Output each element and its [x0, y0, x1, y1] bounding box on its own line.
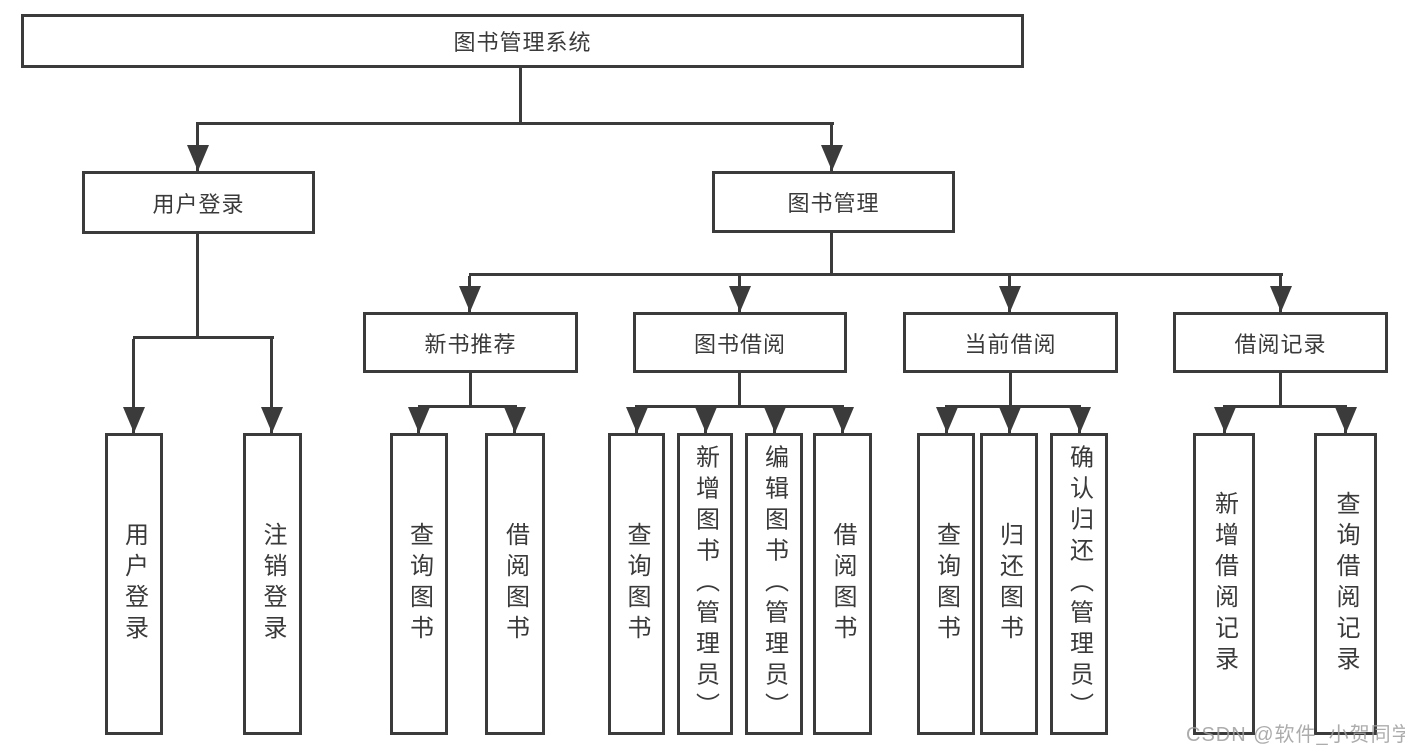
connector-new-book-split [418, 405, 517, 408]
arrow-to-leaf-query-book-3 [935, 407, 958, 433]
arrow-to-book-borrowing [728, 276, 751, 312]
connector-book-borrowing-split [635, 405, 844, 408]
leaf-logout: 注销登录 [243, 433, 302, 735]
arrow-to-user-login [186, 125, 209, 171]
arrow-to-borrowing-records [1269, 276, 1292, 312]
arrow-to-leaf-add-record [1213, 407, 1236, 433]
leaf-add-book-admin: 新增图书（管理员） [677, 433, 733, 735]
connector-user-login-stem [196, 234, 199, 338]
node-label: 借阅记录 [1234, 331, 1327, 357]
leaf-label: 查询借阅记录 [1332, 491, 1359, 677]
connector-level1-split [196, 122, 834, 125]
node-borrowing-records: 借阅记录 [1173, 312, 1388, 373]
leaf-user-login: 用户登录 [105, 433, 163, 735]
leaf-label: 确认归还（管理员） [1065, 444, 1093, 724]
connector-root-stem [519, 68, 522, 124]
connector-borrowing-records-split [1223, 405, 1347, 408]
csdn-watermark: CSDN @软件_小贺同学 [1186, 724, 1405, 746]
leaf-label: 借阅图书 [829, 522, 856, 646]
leaf-borrow-book-1: 借阅图书 [485, 433, 545, 735]
node-library-management-system: 图书管理系统 [21, 14, 1024, 68]
arrow-to-current-borrowing [998, 276, 1021, 312]
leaf-label: 归还图书 [995, 522, 1023, 646]
leaf-label: 查询图书 [405, 522, 433, 646]
leaf-confirm-return-admin: 确认归还（管理员） [1050, 433, 1108, 735]
arrow-to-leaf-borrow-book-1 [503, 407, 526, 433]
leaf-add-borrow-record: 新增借阅记录 [1193, 433, 1255, 735]
leaf-label: 新增图书（管理员） [691, 444, 719, 724]
leaf-label: 查询图书 [932, 522, 960, 646]
arrow-to-leaf-logout [260, 339, 283, 433]
connector-level3-split [469, 273, 1283, 276]
arrow-to-leaf-user-login [122, 339, 145, 433]
connector-user-login-split [133, 336, 274, 339]
leaf-return-book: 归还图书 [980, 433, 1038, 735]
arrow-to-leaf-edit-book [763, 407, 786, 433]
arrow-to-leaf-borrow-book-2 [831, 407, 854, 433]
arrow-to-leaf-query-record [1334, 407, 1357, 433]
leaf-query-book-3: 查询图书 [917, 433, 975, 735]
leaf-label: 用户登录 [120, 522, 148, 646]
node-label: 图书管理系统 [453, 30, 592, 55]
leaf-label: 注销登录 [259, 522, 286, 646]
leaf-label: 新增借阅记录 [1210, 491, 1238, 677]
node-user-login: 用户登录 [82, 171, 315, 234]
arrow-to-new-book-recommend [458, 276, 481, 312]
leaf-label: 编辑图书（管理员） [760, 444, 788, 724]
arrow-to-leaf-return-book [998, 407, 1021, 433]
leaf-query-book-2: 查询图书 [608, 433, 665, 735]
node-new-book-recommend: 新书推荐 [363, 312, 578, 373]
leaf-borrow-book-2: 借阅图书 [813, 433, 872, 735]
leaf-edit-book-admin: 编辑图书（管理员） [745, 433, 803, 735]
leaf-query-borrow-record: 查询借阅记录 [1314, 433, 1377, 735]
node-book-borrowing: 图书借阅 [633, 312, 847, 373]
connector-book-management-stem [830, 233, 833, 276]
arrow-to-leaf-add-book [694, 407, 717, 433]
node-label: 新书推荐 [424, 331, 517, 357]
node-current-borrowing: 当前借阅 [903, 312, 1118, 373]
connector-current-borrowing-stem [1009, 373, 1012, 407]
node-label: 图书管理 [787, 191, 880, 216]
connector-current-borrowing-split [945, 405, 1081, 408]
connector-borrowing-records-stem [1279, 373, 1282, 407]
arrow-to-leaf-confirm-return [1068, 407, 1091, 433]
node-label: 用户登录 [152, 191, 245, 217]
arrow-to-book-management [820, 125, 843, 171]
connector-book-borrowing-stem [738, 373, 741, 407]
arrow-to-leaf-query-book-1 [407, 407, 430, 433]
connector-new-book-stem [469, 373, 472, 407]
leaf-label: 查询图书 [623, 522, 650, 646]
arrow-to-leaf-query-book-2 [625, 407, 648, 433]
node-label: 当前借阅 [964, 331, 1057, 357]
leaf-query-book-1: 查询图书 [390, 433, 448, 735]
node-label: 图书借阅 [693, 331, 786, 357]
node-book-management: 图书管理 [712, 171, 955, 233]
leaf-label: 借阅图书 [501, 522, 529, 646]
